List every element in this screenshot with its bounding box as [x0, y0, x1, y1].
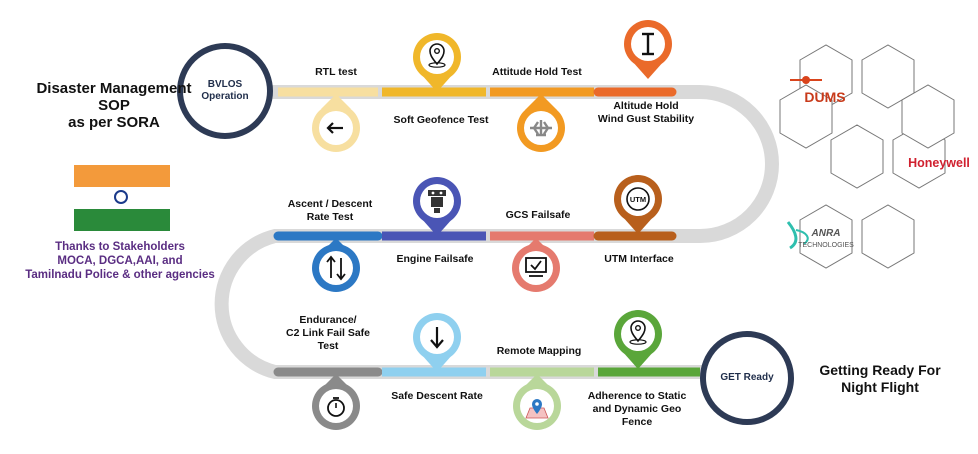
label-endurance-line-1: Endurance/ [299, 314, 357, 326]
sop-title-line-3: as per SORA [68, 114, 160, 131]
marker-utm: UTM [614, 175, 662, 234]
thanks-line-3: Tamilnadu Police & other agencies [25, 269, 215, 281]
label-engine-failsafe: Engine Failsafe [396, 253, 474, 265]
india-flag [74, 165, 170, 231]
label-gcs-failsafe: GCS Failsafe [505, 209, 571, 221]
sop-title-line-2: SOP [98, 97, 130, 114]
label-remote-mapping: Remote Mapping [496, 345, 582, 357]
label-soft-geofence: Soft Geofence Test [393, 114, 489, 126]
label-attitude-hold: Attitude Hold Test [492, 66, 582, 78]
label-altitude-hold-line-1: Altitude Hold [613, 100, 679, 112]
label-adherence-line-3: Fence [621, 416, 653, 428]
up-down-arrows-icon [326, 255, 346, 281]
label-endurance: Endurance/ C2 Link Fail Safe Test [276, 314, 380, 353]
night-flight-line-1: Getting Ready For [819, 362, 941, 378]
location-pin-icon [629, 320, 647, 345]
ashoka-chakra-icon [114, 190, 128, 204]
thanks-line-2: MOCA, DGCA,AAI, and [57, 255, 183, 267]
start-node-line-1: BVLOS [207, 79, 243, 90]
marker-rtl [312, 94, 360, 152]
airplane-icon [530, 120, 552, 137]
night-flight-line-2: Night Flight [841, 379, 919, 395]
label-adherence: Adherence to Static and Dynamic Geo Fenc… [582, 390, 692, 429]
anra-text: ANRA [811, 228, 841, 239]
track-path [214, 85, 779, 379]
honeywell-logo: Honeywell [908, 156, 970, 170]
marker-gcs-failsafe [512, 238, 560, 292]
stopwatch-icon [327, 397, 345, 417]
marker-adherence [614, 310, 662, 369]
partner-hex-grid [779, 44, 955, 269]
dums-text: DUMS [804, 89, 845, 105]
sop-title-line-1: Disaster Management [36, 80, 192, 97]
label-adherence-line-1: Adherence to Static [587, 390, 687, 402]
marker-soft-geofence [413, 33, 461, 92]
label-altitude-hold-line-2: Wind Gust Stability [597, 113, 695, 125]
dums-logo: DUMS [790, 76, 846, 105]
anra-subtext: TECHNOLOGIES [798, 242, 854, 249]
utm-badge-text: UTM [630, 195, 646, 204]
label-rtl-test: RTL test [315, 66, 357, 78]
night-flight-caption: Getting Ready For Night Flight [800, 362, 960, 396]
arrow-left-icon [326, 122, 343, 134]
end-node [700, 331, 794, 425]
label-endurance-line-2: C2 Link Fail Safe [285, 327, 371, 339]
altitude-icon [642, 32, 654, 56]
label-utm-interface: UTM Interface [604, 253, 674, 265]
location-pin-icon [428, 43, 446, 68]
start-node-label: BVLOS Operation [185, 79, 265, 103]
label-ascent-descent: Ascent / Descent Rate Test [278, 198, 382, 224]
label-ascent-line-1: Ascent / Descent [287, 198, 373, 210]
end-node-label: GET Ready [720, 372, 774, 383]
marker-ascent [312, 238, 360, 292]
monitor-icon [525, 257, 547, 277]
anra-logo: ANRA TECHNOLOGIES [786, 221, 854, 250]
map-pin-icon [525, 399, 549, 419]
sop-title: Disaster Management SOP as per SORA [14, 80, 214, 131]
marker-remote-mapping [513, 374, 561, 430]
marker-safe-descent [413, 313, 461, 372]
utm-badge-icon: UTM [626, 187, 650, 211]
label-endurance-line-3: Test [317, 340, 339, 352]
label-ascent-line-2: Rate Test [306, 211, 354, 223]
thanks-text: Thanks to Stakeholders MOCA, DGCA,AAI, a… [0, 240, 240, 282]
marker-attitude-hold [517, 94, 565, 152]
marker-altitude-hold [624, 20, 672, 79]
marker-engine-failsafe [413, 177, 461, 236]
thanks-line-1: Thanks to Stakeholders [55, 241, 185, 253]
start-node-line-2: Operation [201, 91, 249, 102]
marker-endurance [312, 374, 360, 430]
arrow-down-icon [430, 327, 444, 349]
start-node [177, 43, 273, 139]
label-altitude-hold: Altitude Hold Wind Gust Stability [592, 100, 700, 126]
engine-icon [428, 190, 446, 213]
label-safe-descent: Safe Descent Rate [391, 390, 483, 402]
label-adherence-line-2: and Dynamic Geo [592, 403, 682, 415]
